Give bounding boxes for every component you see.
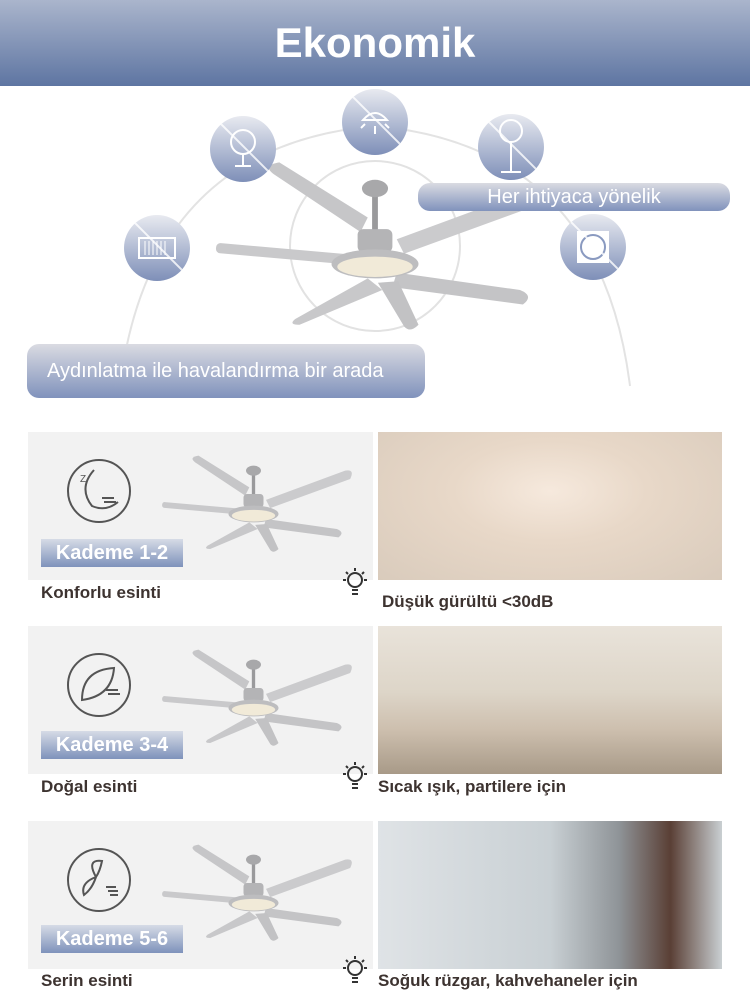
speed-panel-5-6: Kademe 5-6 <box>28 821 373 969</box>
ceiling-light-icon <box>342 89 408 155</box>
leaf-wind-icon <box>67 653 131 717</box>
fan-cool-icon <box>67 848 131 912</box>
desk-fan-icon <box>210 116 276 182</box>
light-bulb-icon <box>343 762 367 789</box>
speed-badge: Kademe 1-2 <box>41 539 183 567</box>
speed-panel-1-2: Z Kademe 1-2 <box>28 432 373 580</box>
mode-caption: Doğal esinti <box>41 777 138 796</box>
exhaust-fan-icon <box>560 214 626 280</box>
photo-caption: Soğuk rüzgar, kahvehaneler için <box>378 971 638 990</box>
light-bulb-icon <box>343 956 367 983</box>
radiator-icon <box>124 215 190 281</box>
standing-fan-icon <box>478 114 544 180</box>
speed-badge: Kademe 3-4 <box>41 731 183 759</box>
mode-caption: Konforlu esinti <box>41 583 161 602</box>
photo-caption: Sıcak ışık, partilere için <box>378 777 567 796</box>
mode-caption: Serin esinti <box>41 971 133 990</box>
family-living-room-photo <box>378 626 722 774</box>
light-bulb-icon <box>343 568 367 595</box>
hero-section <box>0 86 750 416</box>
coffee-shop-photo <box>378 821 722 969</box>
speed-panel-3-4: Kademe 3-4 <box>28 626 373 774</box>
baby-sleeping-photo <box>378 432 722 580</box>
header-banner: Ekonomik <box>0 0 750 86</box>
speed-badge: Kademe 5-6 <box>41 925 183 953</box>
tagline-light-and-fan: Aydınlatma ile havalandırma bir arada <box>27 344 425 398</box>
photo-caption: Düşük gürültü <30dB <box>382 592 554 611</box>
svg-text:Z: Z <box>80 474 86 485</box>
sleep-moon-icon: Z <box>67 459 131 523</box>
tagline-versatile: Her ihtiyaca yönelik <box>418 183 730 211</box>
page-title: Ekonomik <box>274 19 476 66</box>
